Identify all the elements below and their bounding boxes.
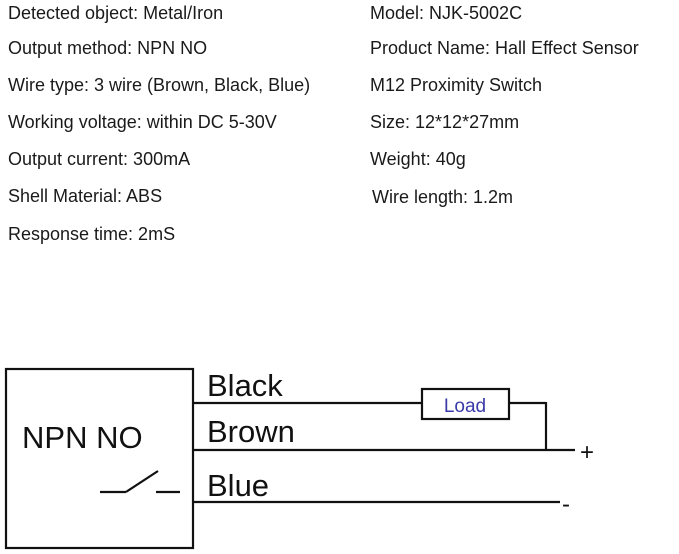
black-wire-label: Black [207,368,283,403]
spec-product-type: M12 Proximity Switch [370,75,543,95]
spec-working-voltage: Working voltage: within DC 5-30V [8,112,277,132]
spec-detected-object: Detected object: Metal/Iron [8,3,224,23]
spec-output-current: Output current: 300mA [8,149,191,169]
spec-product-name: Product Name: Hall Effect Sensor [370,38,639,58]
negative-terminal: - [562,491,570,518]
sensor-box [4,367,195,550]
load-resistor [420,387,511,421]
load-label: Load [444,396,486,417]
spec-wire-type: Wire type: 3 wire (Brown, Black, Blue) [8,75,311,95]
brown-wire-label: Brown [207,414,295,449]
spec-output-method: Output method: NPN NO [8,38,208,58]
spec-response-time: Response time: 2mS [8,224,176,244]
spec-shell-material: Shell Material: ABS [8,186,163,206]
spec-size: Size: 12*12*27mm [370,112,520,132]
spec-model: Model: NJK-5002C [370,3,523,23]
sensor-box-label: NPN NO [22,420,143,455]
spec-weight: Weight: 40g [370,149,466,169]
spec-wire-length: Wire length: 1.2m [372,187,514,207]
blue-wire-label: Blue [207,468,269,503]
switch-symbol [100,470,180,494]
positive-terminal: + [580,439,594,466]
